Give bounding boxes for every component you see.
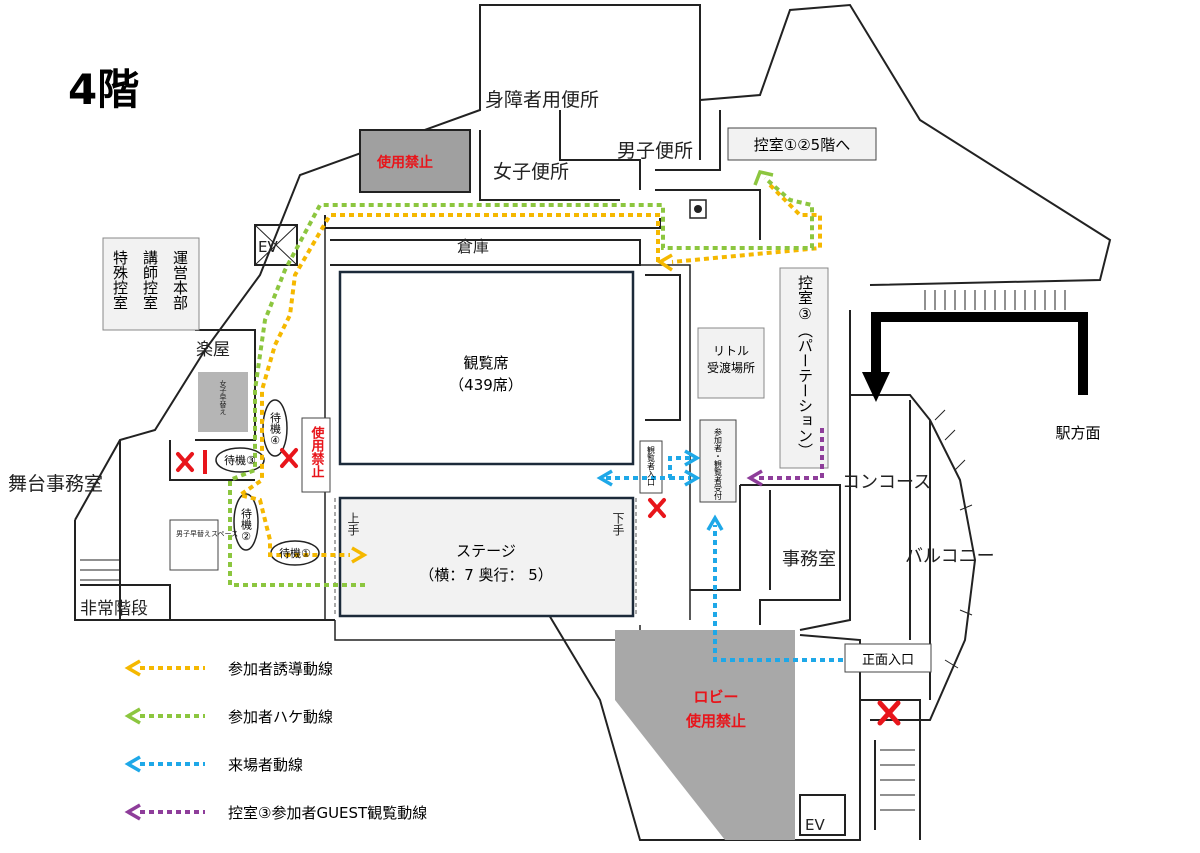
waiting-4-label: 待機④ (269, 411, 282, 447)
waiting-3-oval (215, 447, 265, 473)
waiting-3-label: 待機③ (224, 453, 256, 467)
womens-changing-label: 女子早替え (219, 379, 227, 415)
hq-col-3: 運営本部 (171, 250, 189, 310)
accessible-toilet-label: 身障者用便所 (485, 89, 599, 111)
audience-seats (338, 270, 635, 466)
cross-icon (176, 452, 194, 472)
unusable-side-box (301, 417, 331, 493)
route-participant-exit (228, 176, 814, 587)
seats-name: 観覧席 (463, 354, 508, 372)
womens-changing-room (198, 372, 248, 432)
kamite-label: 上手 (346, 512, 360, 536)
arrow-head-icon (862, 372, 890, 402)
waiting-2-oval (233, 493, 259, 551)
floor-title: 4階 (68, 65, 139, 114)
office-label: 事務室 (782, 549, 836, 570)
mens-changing-box (169, 519, 219, 571)
lobby-area (615, 630, 795, 840)
storage-label: 倉庫 (457, 237, 489, 256)
main-entrance-box (844, 643, 932, 673)
legend-item: 参加者ハケ動線 (124, 707, 333, 726)
hikae-3-box (779, 267, 829, 469)
legend-label: 来場者動線 (228, 756, 303, 774)
little-line-1: リトル (713, 344, 749, 358)
legend-label: 参加者ハケ動線 (228, 708, 333, 726)
cross-icon (877, 700, 901, 726)
emergency-stairs-label: 非常階段 (80, 599, 148, 619)
hikae-12-label: 控室①②5階へ (754, 136, 850, 154)
legend-arrow-icon (124, 755, 141, 773)
lobby-label-2: 使用禁止 (685, 712, 746, 730)
mens-changing-label: 男子早替えスペース (176, 529, 238, 538)
cross-icon (280, 448, 298, 468)
balcony-label: バルコニー (905, 546, 995, 567)
seats-count: （439席） (449, 376, 523, 394)
stage-size: （横：7 奥行： 5） (419, 566, 553, 584)
viewer-entrance-label: 観覧者入口 (647, 445, 656, 486)
concourse-label: コンコース (842, 472, 931, 493)
little-line-2: 受渡場所 (707, 360, 755, 375)
reception-label: 参加者・観覧者受付 (714, 427, 723, 501)
route-participant-guidance (235, 183, 822, 557)
ev-top-label: EV (258, 238, 278, 256)
unusable-room-top (359, 129, 471, 193)
waiting-1-label: 待機① (279, 546, 311, 560)
legend-label: 控室③参加者GUEST観覧動線 (228, 804, 427, 822)
legend-item: 来場者動線 (124, 755, 303, 774)
hq-box (102, 237, 200, 331)
unusable-side-label: 使用禁止 (309, 425, 326, 478)
route-visitor (605, 456, 843, 662)
hikae-12-box (727, 127, 877, 161)
station-direction-arrow (871, 312, 1088, 395)
hq-col-2: 講師控室 (141, 250, 159, 310)
route-guest (758, 428, 824, 480)
legend-item: 参加者誘導動線 (124, 659, 333, 678)
shimote-label: 下手 (611, 512, 625, 536)
lobby-label-1: ロビー (693, 688, 738, 706)
reception-box (699, 419, 737, 503)
legend-arrow-icon (124, 659, 141, 677)
unusable-top-label: 使用禁止 (376, 154, 433, 171)
legend-arrow-icon (124, 803, 141, 821)
womens-toilet-label: 女子便所 (493, 161, 569, 183)
legend-arrow-icon (124, 707, 141, 725)
mens-toilet-label: 男子便所 (617, 140, 693, 162)
phone-icon (689, 199, 707, 219)
little-box (697, 327, 765, 399)
hikae-3-label: 控室③（パーテーション） (796, 275, 814, 458)
hq-col-1: 特殊控室 (111, 250, 129, 310)
cross-icon (648, 498, 666, 518)
legend-label: 参加者誘導動線 (228, 660, 333, 678)
station-label: 駅方面 (1055, 424, 1100, 442)
stage-name: ステージ (456, 542, 516, 560)
stage-office-label: 舞台事務室 (8, 473, 103, 495)
waiting-2-label: 待機② (240, 507, 253, 543)
legend-item: 控室③参加者GUEST観覧動線 (124, 803, 427, 822)
gakuya-label: 楽屋 (196, 340, 230, 360)
ev-bottom-label: EV (805, 816, 825, 834)
stage-area (338, 496, 635, 618)
main-entrance-label: 正面入口 (862, 653, 914, 668)
